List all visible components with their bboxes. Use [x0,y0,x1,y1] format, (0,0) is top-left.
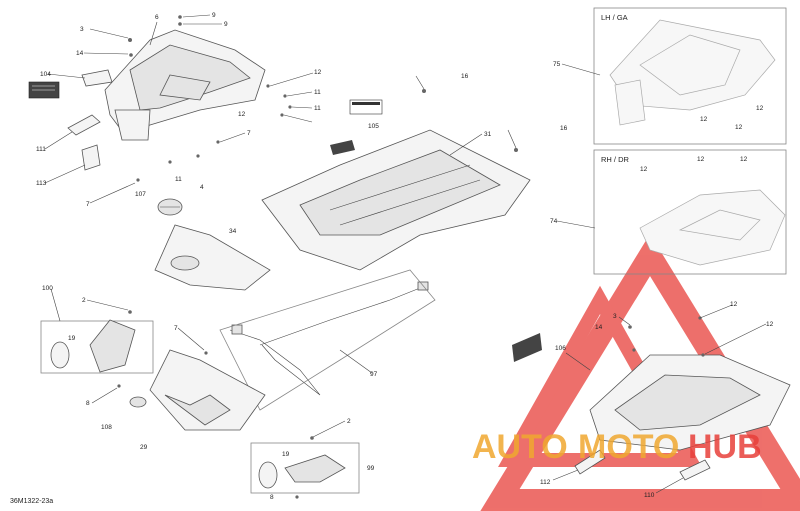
callout-6: 6 [155,14,159,21]
callout-110: 110 [644,492,655,499]
callout-12: 12 [697,156,705,163]
callout-12: 12 [314,69,322,76]
callout-12: 12 [756,105,764,112]
callout-19: 19 [282,451,290,458]
callout-7: 7 [247,130,251,137]
pad-111 [67,114,101,136]
callout-99: 99 [367,465,375,472]
callout-12: 12 [730,301,738,308]
callout-75: 75 [553,61,561,68]
callout-8: 8 [86,400,90,407]
callout-3: 3 [613,313,617,320]
callout-113: 113 [36,180,47,187]
warning-decal-left [28,81,60,99]
callout-111: 111 [36,146,46,153]
callout-9: 9 [212,12,216,19]
callout-34: 34 [229,228,237,235]
callout-108: 108 [101,424,112,431]
callout-97: 97 [370,371,378,378]
decal-105 [330,140,355,155]
pad-113 [81,144,101,171]
decal-104 [81,69,113,87]
callout-14: 14 [76,50,84,57]
callout-12: 12 [766,321,774,328]
skid-plate-31 [261,129,531,271]
pad-110 [679,459,711,481]
callout-3: 3 [80,26,84,33]
callout-12: 12 [640,166,648,173]
callout-112: 112 [540,479,551,486]
light-box-100 [40,319,154,374]
callout-16: 16 [461,73,469,80]
grommet-108 [129,396,147,408]
callout-14: 14 [595,324,603,331]
callout-7: 7 [174,325,178,332]
callout-19: 19 [68,335,76,342]
right-skid-plate [589,354,791,451]
callout-12: 12 [740,156,748,163]
callout-31: 31 [484,131,492,138]
callout-74: 74 [550,218,558,225]
tray-34 [154,224,271,291]
watermark-moto: MOTO [578,428,679,466]
callout-2: 2 [82,297,86,304]
callout-29: 29 [140,444,148,451]
callout-12: 12 [238,111,246,118]
inset-lh-title: LH / GA [601,13,628,22]
callout-11: 11 [175,176,182,183]
pad-112 [574,449,606,475]
callout-9: 9 [224,21,228,28]
warning-decal-right [512,333,542,362]
cap-4 [157,198,183,216]
callout-labels: 3 6 9 9 14 104 12 11 11 12 7 111 113 107… [36,12,774,501]
callout-100: 100 [42,285,53,292]
callout-104: 104 [40,71,51,78]
callout-105: 105 [368,123,379,130]
callout-12: 12 [735,124,743,131]
fasteners [117,15,705,499]
callout-4: 4 [200,184,204,191]
inset-lh [593,7,787,145]
rear-bracket-assembly [104,29,266,141]
callout-107: 107 [135,191,146,198]
light-box-99 [250,442,360,494]
watermark-text: AUTO MOTO HUB [472,428,762,466]
light-housing-29 [149,349,266,431]
leader-lines [44,14,767,494]
callout-7: 7 [86,201,90,208]
callout-106: 106 [555,345,566,352]
callout-12: 12 [700,116,708,123]
inset-rh-title: RH / DR [601,155,630,164]
inset-rh [593,149,787,275]
watermark-auto: AUTO [472,428,568,466]
callout-2: 2 [347,418,351,425]
warning-decal-center [349,99,383,115]
callout-11: 11 [314,105,321,112]
callout-11: 11 [314,89,321,96]
diagram-reference-code: 36M1322-23a [10,498,53,505]
callout-8: 8 [270,494,274,501]
watermark-hub: HUB [688,428,762,466]
callout-16: 16 [560,125,568,132]
